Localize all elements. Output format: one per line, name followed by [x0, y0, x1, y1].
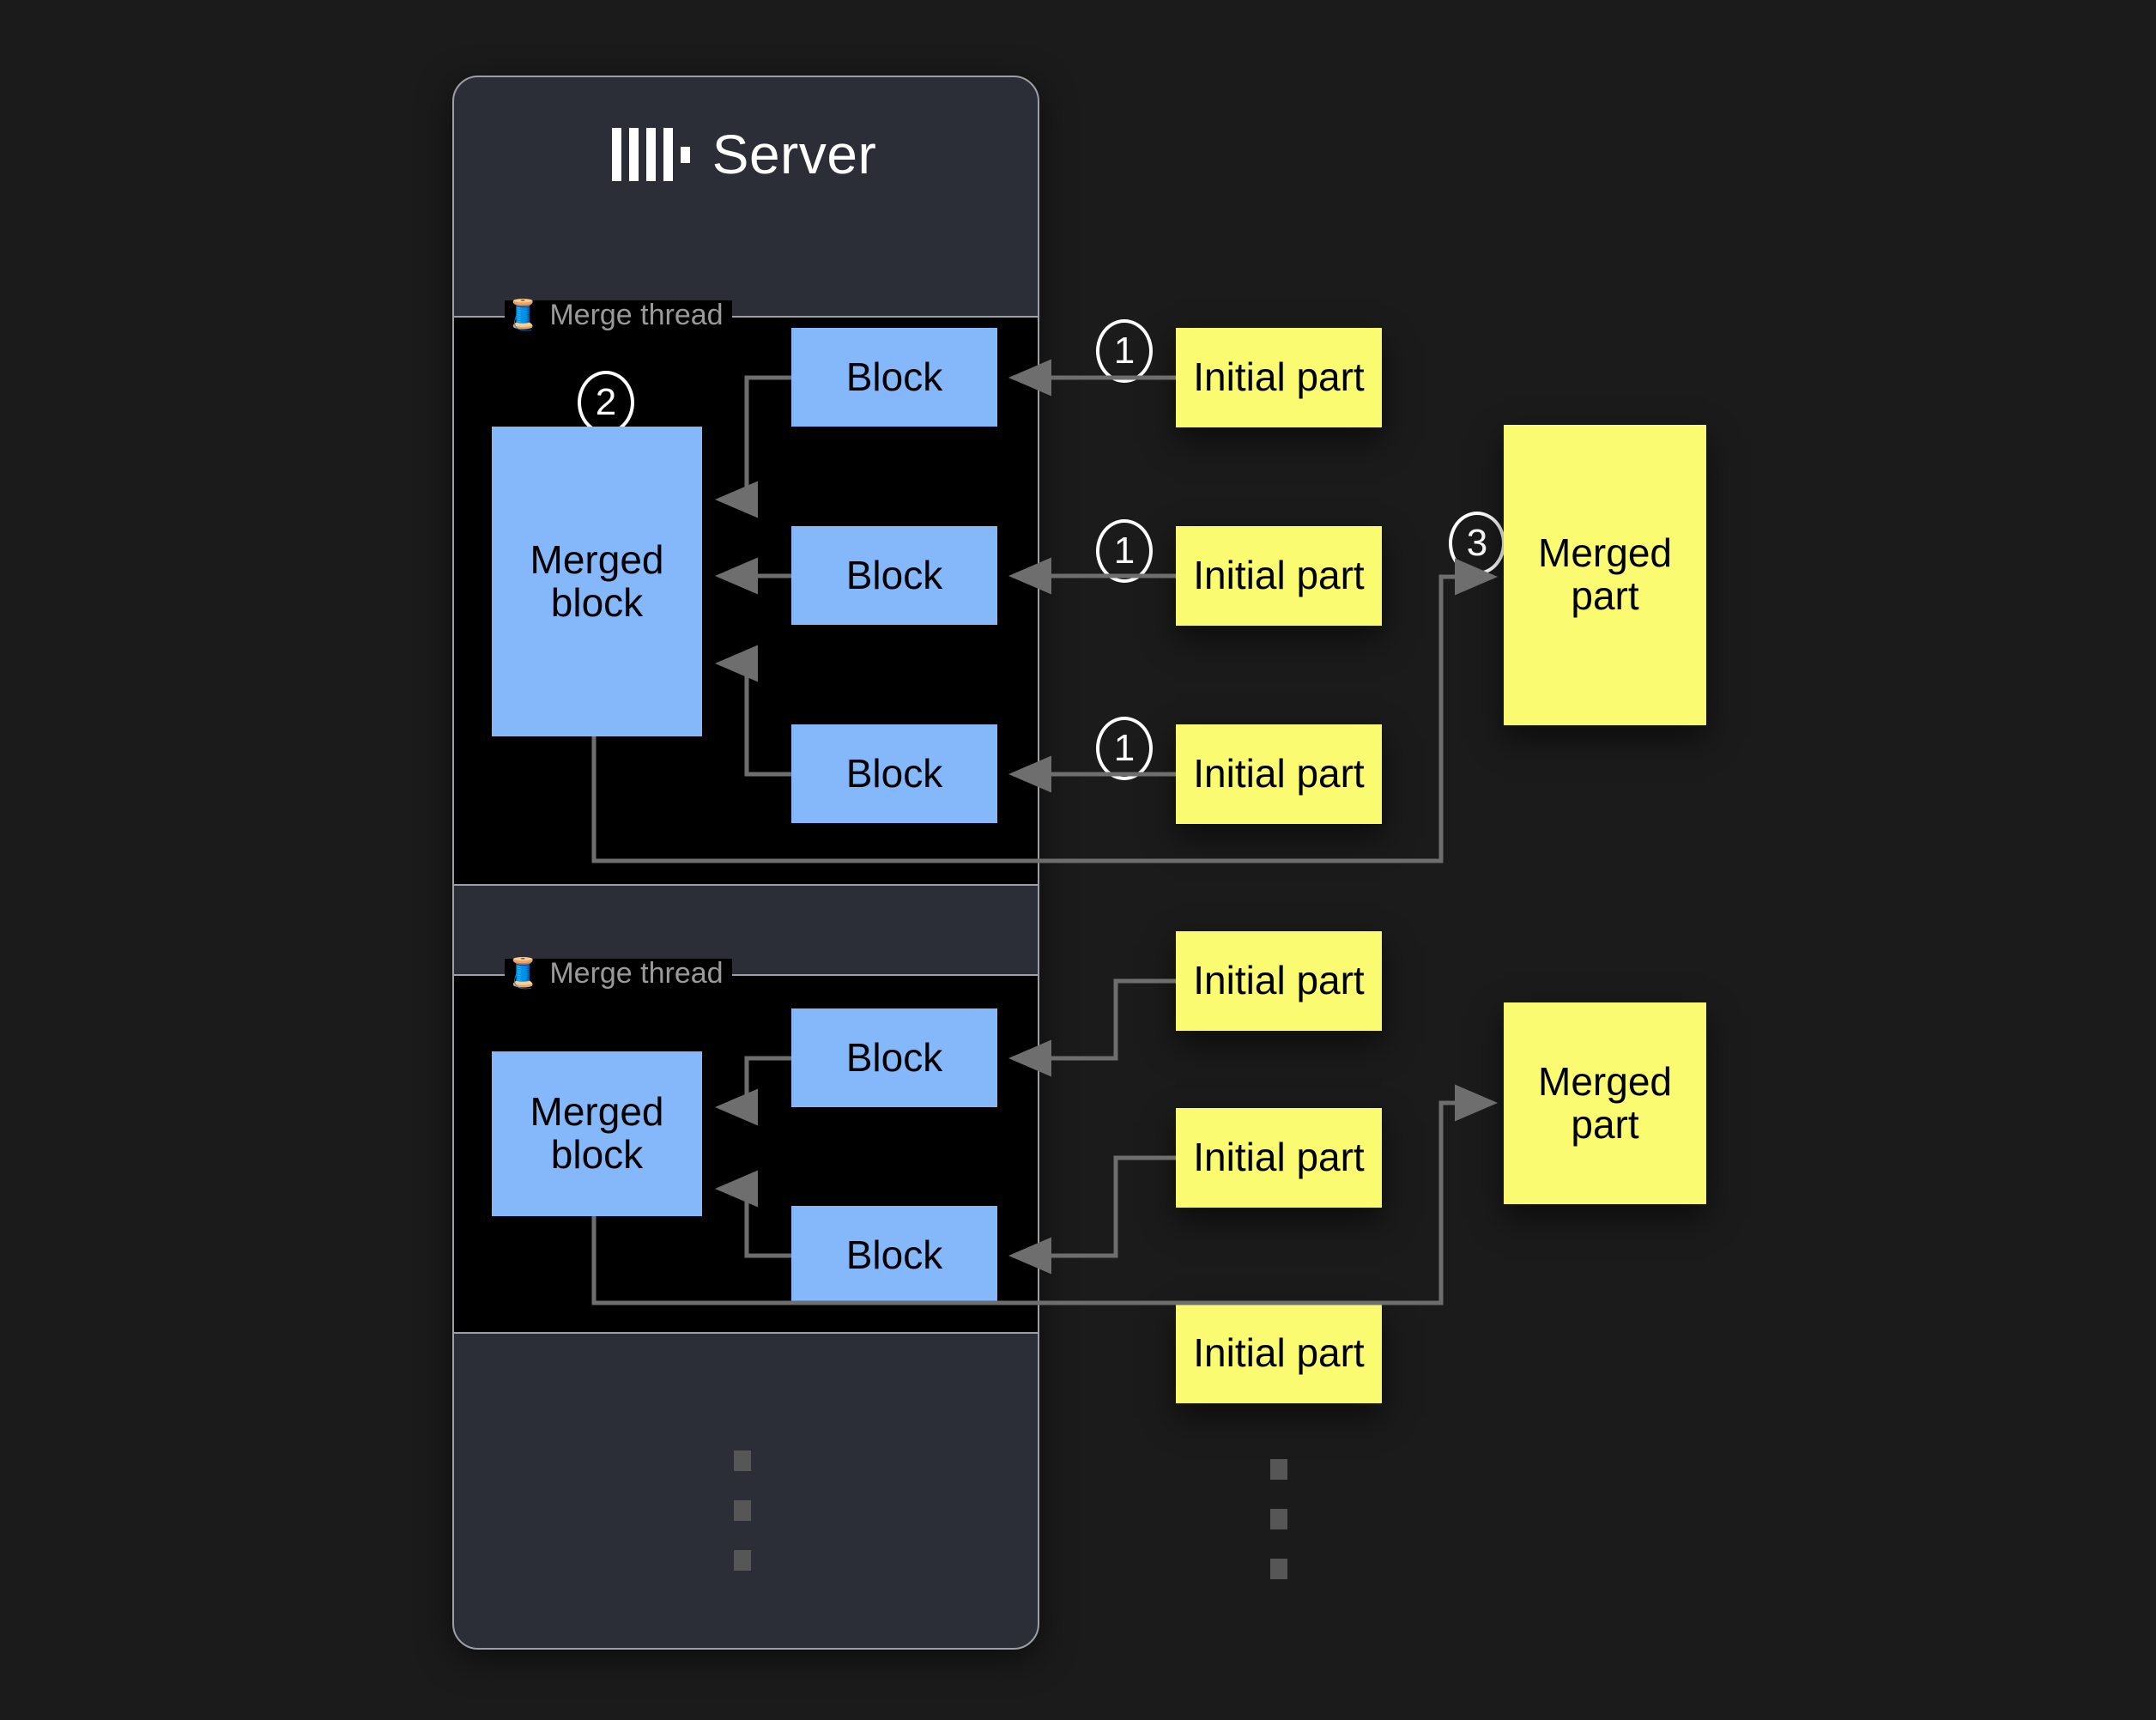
merged-part-label: Merged part [1538, 530, 1672, 618]
step-badge-write: 3 [1449, 512, 1505, 575]
block-label: Block [845, 552, 943, 597]
step-badge-merge: 2 [578, 371, 634, 434]
block-2-1: Block [791, 1008, 997, 1107]
merge-thread-label-2: 🧵 Merge thread [505, 959, 732, 988]
merged-block-1: Merged block [492, 427, 702, 736]
merged-part-label: Merged part [1538, 1058, 1672, 1147]
thread-spool-icon: 🧵 [505, 299, 542, 331]
initial-part-label: Initial part [1193, 1135, 1365, 1180]
merge-thread-label-text: Merge thread [549, 957, 724, 990]
step-badge-read-3: 1 [1096, 717, 1153, 780]
step-badge-read-2: 1 [1096, 519, 1153, 583]
step-badge-read-1: 1 [1096, 319, 1153, 383]
block-label: Block [845, 354, 943, 399]
block-label: Block [845, 1232, 943, 1277]
merged-block-label: Merged block [530, 1089, 664, 1177]
parts-ellipsis [1270, 1459, 1287, 1579]
initial-part-1-1: Initial part [1176, 328, 1382, 427]
block-2-2: Block [791, 1206, 997, 1305]
merged-block-label: Merged block [530, 536, 664, 625]
merged-part-1: Merged part [1504, 425, 1706, 725]
initial-part-2-3: Initial part [1176, 1304, 1382, 1403]
initial-part-1-3: Initial part [1176, 724, 1382, 824]
clickhouse-logo-icon [611, 128, 690, 181]
initial-part-1-2: Initial part [1176, 526, 1382, 626]
initial-part-2-2: Initial part [1176, 1108, 1382, 1208]
merged-part-2: Merged part [1504, 1002, 1706, 1204]
initial-part-label: Initial part [1193, 958, 1365, 1003]
merge-thread-label-text: Merge thread [549, 299, 724, 331]
block-1-1: Block [791, 328, 997, 427]
initial-part-label: Initial part [1193, 354, 1365, 400]
block-label: Block [845, 1034, 943, 1080]
server-title-bar: Server [452, 116, 1036, 193]
initial-part-label: Initial part [1193, 553, 1365, 598]
block-label: Block [845, 750, 943, 796]
initial-part-label: Initial part [1193, 751, 1365, 796]
server-title-text: Server [712, 124, 877, 185]
thread-spool-icon: 🧵 [505, 957, 542, 990]
initial-part-label: Initial part [1193, 1330, 1365, 1376]
merge-thread-label-1: 🧵 Merge thread [505, 300, 732, 330]
initial-part-2-1: Initial part [1176, 931, 1382, 1031]
server-ellipsis [734, 1450, 751, 1571]
merged-block-2: Merged block [492, 1051, 702, 1216]
block-1-2: Block [791, 526, 997, 625]
block-1-3: Block [791, 724, 997, 823]
